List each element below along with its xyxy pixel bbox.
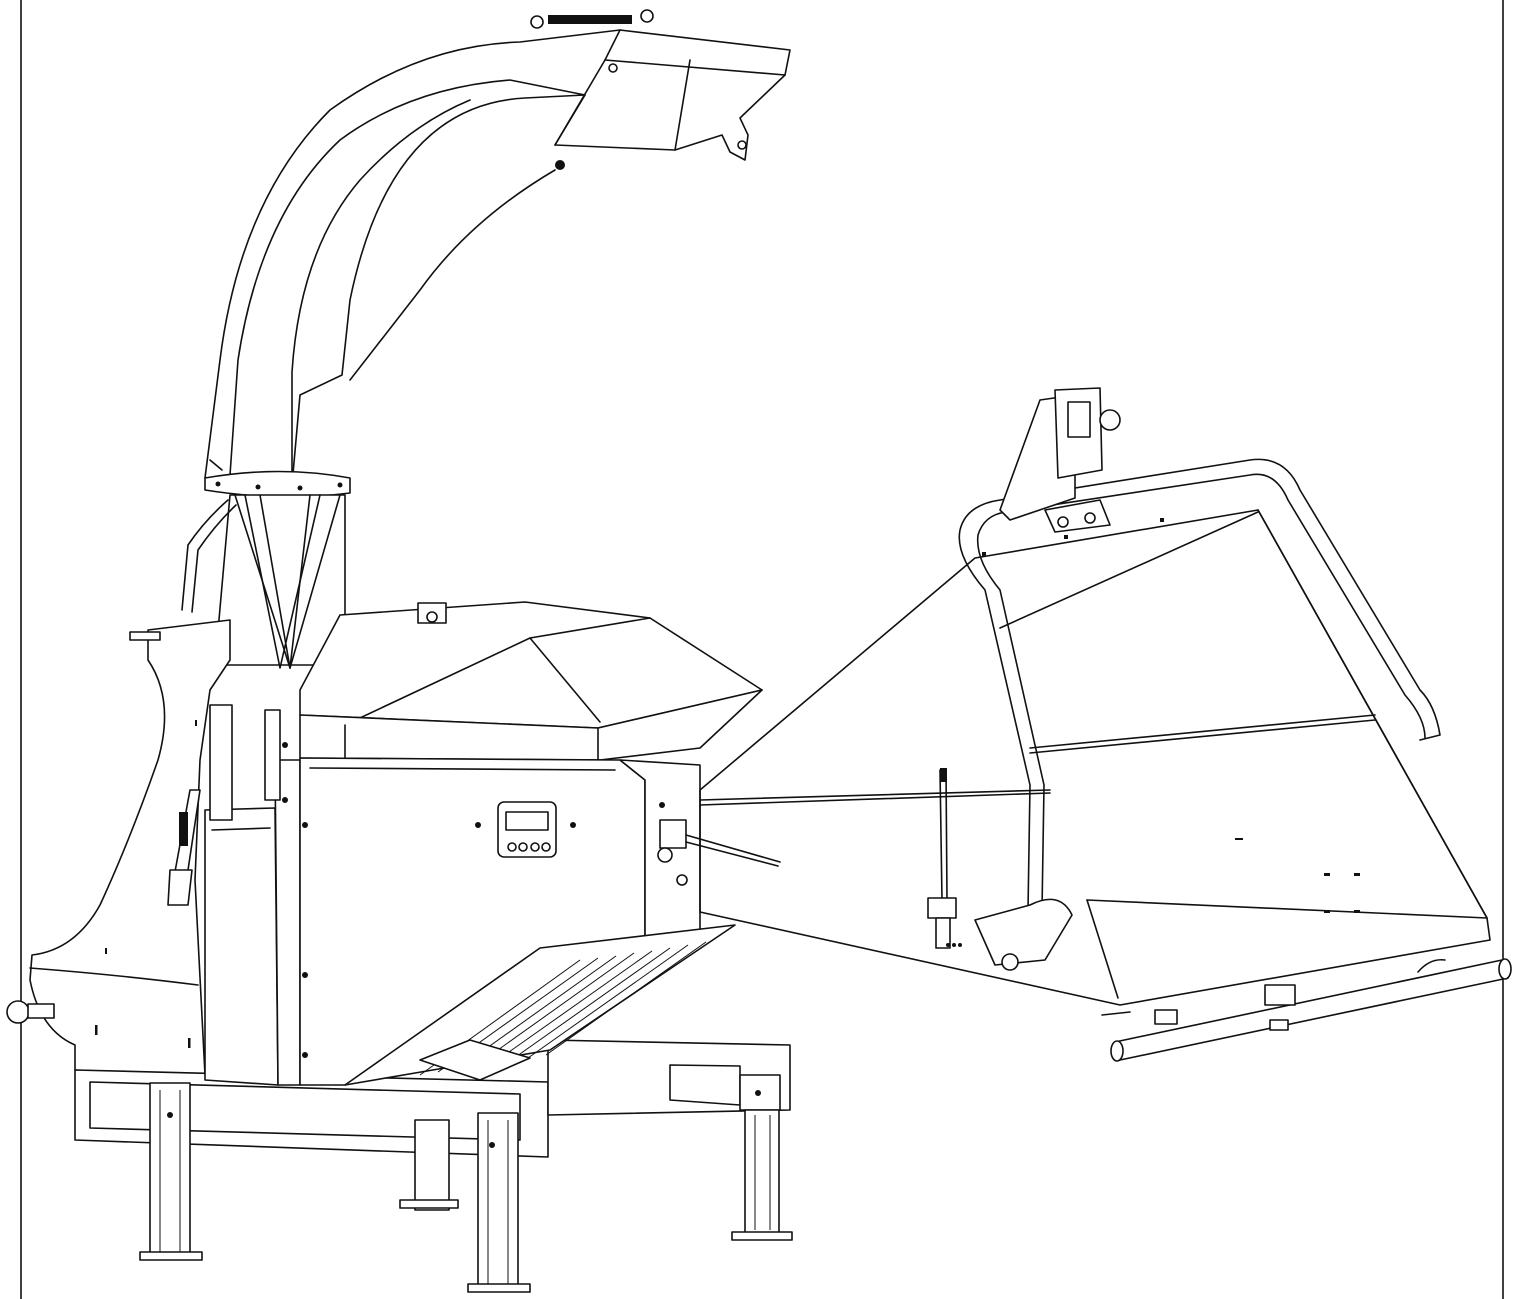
discharge-chute [204, 9, 791, 498]
main-frame-left [6, 619, 231, 1076]
control-box [299, 757, 781, 1086]
hitch-tower [999, 387, 1121, 533]
chute-tower [181, 459, 346, 669]
safety-bar-pivot [927, 768, 1073, 971]
leg-rear-left [399, 1119, 459, 1211]
leg-front-right [467, 1112, 531, 1293]
leg-front-left [139, 1082, 203, 1261]
leg-rear-right [731, 1109, 793, 1241]
feed-grill [344, 924, 736, 1086]
side-housing [204, 704, 301, 1086]
rotor-hood [299, 601, 763, 761]
hydraulic-fitting [657, 819, 781, 886]
hopper-tube-frame [958, 458, 1512, 1062]
base-frame [74, 1039, 793, 1293]
chute-spring [548, 15, 632, 24]
control-display-panel [497, 801, 557, 858]
infeed-hopper [699, 509, 1491, 1006]
